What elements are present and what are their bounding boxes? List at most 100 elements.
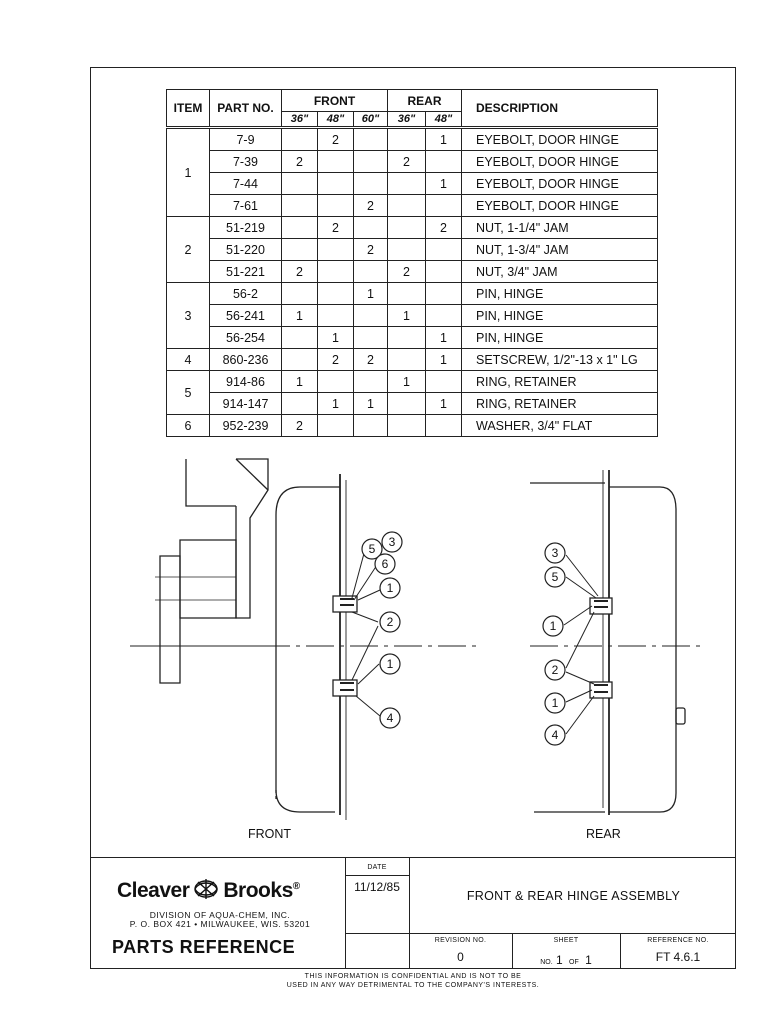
front-door-outline (275, 486, 340, 813)
burner-detail (155, 576, 236, 601)
svg-text:1: 1 (550, 619, 557, 633)
burner-flange (159, 555, 181, 684)
part-description: NUT, 3/4" JAM (461, 260, 658, 283)
part-number: 952-239 (209, 414, 282, 437)
revision-label: REVISION NO. (434, 937, 487, 944)
notice-line: THIS INFORMATION IS CONFIDENTIAL AND IS … (304, 973, 522, 980)
header-description: DESCRIPTION (461, 89, 658, 128)
sheet-no-label: NO. (540, 959, 553, 966)
callout-bubble: 4 (379, 707, 401, 729)
parts-table-header: ITEM PART NO. FRONT REAR DESCRIPTION 36"… (166, 89, 658, 128)
company-name: Cleaver (117, 879, 190, 902)
svg-text:4: 4 (552, 728, 559, 742)
sheet-number: 1 (556, 953, 563, 967)
title-block-divider (512, 933, 513, 969)
callout-bubble: 3 (544, 542, 566, 564)
header-size: 36" (387, 111, 426, 128)
svg-text:3: 3 (389, 535, 396, 549)
callout-bubble: 3 (381, 531, 403, 553)
part-description: PIN, HINGE (461, 282, 658, 305)
company-name: Brooks (223, 879, 293, 902)
title-block-divider (345, 857, 346, 969)
hinge-hardware (340, 598, 354, 691)
leader-line (565, 671, 595, 685)
title-block-divider (345, 875, 409, 876)
leader-line (357, 589, 381, 601)
leader-line (351, 625, 379, 681)
leader-line (565, 695, 595, 735)
hinge-hardware (594, 600, 608, 693)
callout-bubble: 1 (542, 615, 564, 637)
svg-text:3: 3 (552, 546, 559, 560)
header-rear: REAR (387, 89, 462, 112)
front-view-label: FRONT (248, 827, 292, 841)
leader-line (565, 611, 595, 669)
leader-line (353, 564, 378, 601)
svg-text:4: 4 (387, 711, 394, 725)
svg-text:5: 5 (369, 542, 376, 556)
title-block-divider (345, 933, 736, 934)
title-block-divider (620, 933, 621, 969)
callout-bubble: 5 (544, 566, 566, 588)
division-line: DIVISION OF AQUA-CHEM, INC. (149, 910, 291, 920)
leader-line (351, 611, 379, 623)
date-label: DATE (367, 864, 387, 871)
callout-bubble: 1 (544, 692, 566, 714)
leader-line (357, 663, 380, 685)
sheet-total: 1 (585, 953, 592, 967)
part-description: EYEBOLT, DOOR HINGE (461, 127, 658, 151)
header-part-no: PART NO. (209, 89, 282, 128)
rear-door-handle (675, 707, 686, 725)
date-value: 11/12/85 (354, 880, 400, 894)
sheet-label: SHEET (553, 937, 579, 944)
callout-bubble: 2 (544, 659, 566, 681)
part-number: 56-241 (209, 304, 282, 327)
item-number: 5 (166, 370, 210, 415)
callout-bubble: 1 (379, 577, 401, 599)
svg-text:1: 1 (387, 581, 394, 595)
leader-line (355, 695, 381, 717)
title-block-divider (409, 857, 410, 969)
reference-label: REFERENCE NO. (647, 937, 709, 944)
svg-text:1: 1 (387, 657, 394, 671)
logo-emblem-icon (194, 879, 219, 899)
parts-reference-heading: PARTS REFERENCE (112, 937, 296, 957)
part-description: PIN, HINGE (461, 326, 658, 349)
burner-housing-outline (235, 458, 269, 619)
registered-mark: ® (292, 881, 300, 892)
svg-text:6: 6 (382, 557, 389, 571)
rear-view-label: REAR (586, 827, 621, 841)
svg-text:2: 2 (387, 615, 394, 629)
drawing-frame (90, 67, 736, 969)
callout-bubble: 2 (379, 611, 401, 633)
callout-bubble: 5 (361, 538, 383, 560)
parts-table: ITEM PART NO. FRONT REAR DESCRIPTION 36"… (166, 89, 658, 437)
header-size: 48" (317, 111, 354, 128)
svg-text:1: 1 (552, 696, 559, 710)
leader-line (563, 605, 593, 626)
rear-door-outline (609, 486, 677, 813)
title-block (90, 857, 736, 969)
svg-text:5: 5 (552, 570, 559, 584)
item-number: 2 (166, 216, 210, 283)
hinge-assembly-drawing: 5 3 6 1 2 1 4 3 (130, 458, 700, 820)
reference-value: FT 4.6.1 (655, 950, 701, 964)
svg-text:2: 2 (552, 663, 559, 677)
part-number: 7-9 (209, 127, 282, 151)
sheet-of-label: OF (569, 959, 579, 966)
burner-housing-outline (185, 459, 236, 507)
notice-line: USED IN ANY WAY DETRIMENTAL TO THE COMPA… (286, 981, 540, 989)
confidentiality-notice: THIS INFORMATION IS CONFIDENTIAL AND IS … (90, 973, 736, 990)
callout-bubble: 1 (379, 653, 401, 675)
sheet-value: NO. 1 OF 1 (512, 953, 620, 967)
company-logo: Cleaver Brooks® (117, 876, 300, 903)
leader-line (565, 554, 599, 597)
part-description: NUT, 1-3/4" JAM (461, 238, 658, 261)
revision-value: 0 (457, 950, 464, 964)
burner-body (179, 539, 237, 619)
